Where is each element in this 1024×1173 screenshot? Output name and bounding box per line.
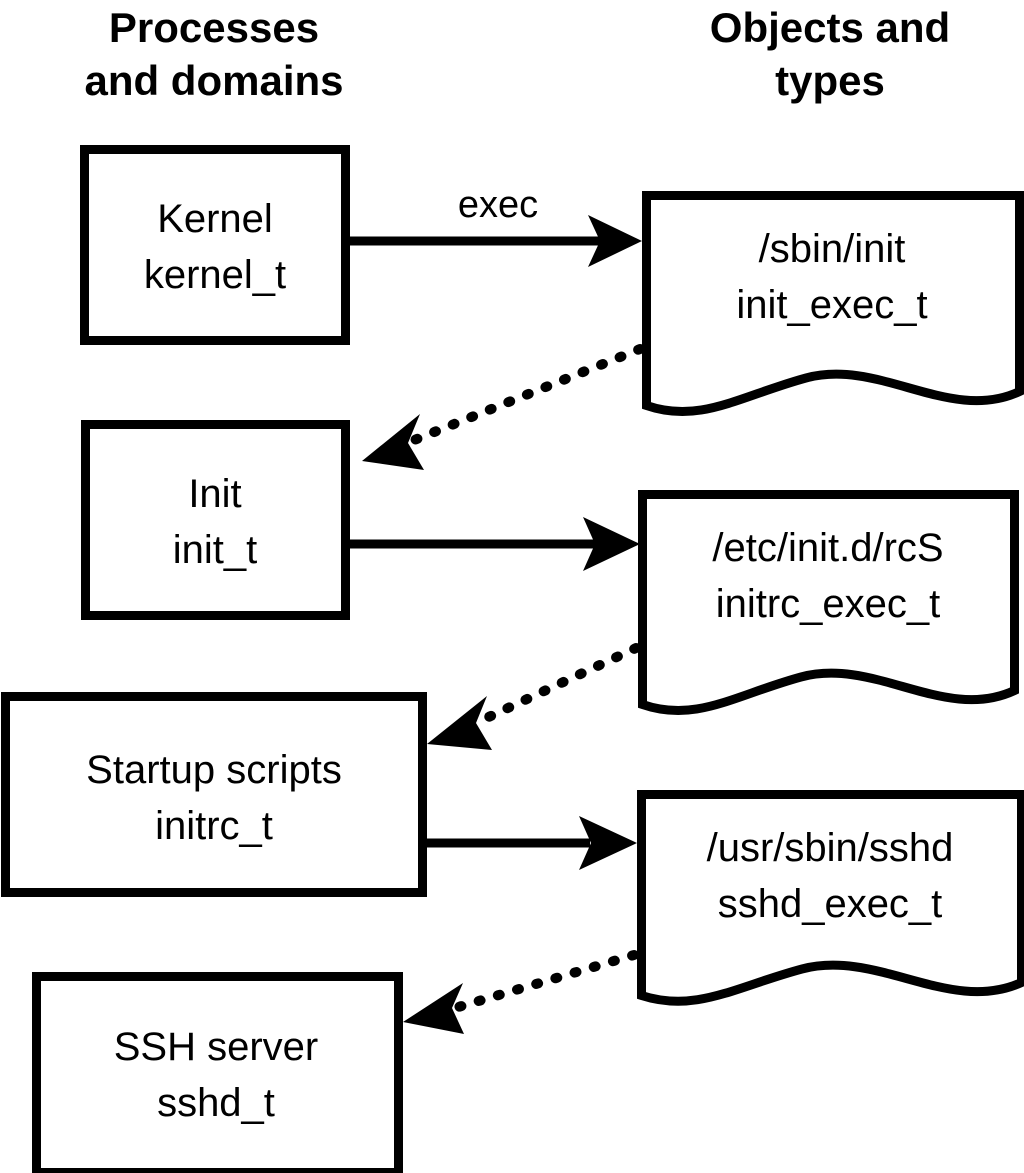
node-sbin-init-line2: init_exec_t bbox=[736, 283, 927, 327]
arrowhead-init-transition bbox=[362, 414, 424, 470]
node-startup-scripts-line1: Startup scripts bbox=[86, 748, 342, 792]
node-kernel-line1: Kernel bbox=[157, 197, 273, 241]
edge-initrc-exec-transition-initrc bbox=[427, 643, 641, 750]
node-usr-sbin-sshd[interactable]: /usr/sbin/sshd sshd_exec_t bbox=[637, 790, 1024, 1006]
column-heading-processes-line2: and domains bbox=[84, 57, 343, 104]
edge-label-exec: exec bbox=[458, 184, 538, 226]
node-etc-initd-rcs-line1: /etc/init.d/rcS bbox=[712, 526, 943, 570]
column-heading-objects-line2: types bbox=[775, 57, 885, 104]
node-startup-scripts[interactable]: Startup scripts initrc_t bbox=[1, 692, 427, 897]
node-kernel[interactable]: Kernel kernel_t bbox=[80, 145, 350, 345]
edge-line-init-transition bbox=[402, 344, 645, 448]
node-ssh-server[interactable]: SSH server sshd_t bbox=[32, 972, 403, 1173]
node-init-line1: Init bbox=[188, 472, 241, 516]
node-startup-scripts-line2: initrc_t bbox=[155, 804, 273, 848]
node-startup-scripts-box[interactable] bbox=[1, 692, 427, 897]
node-ssh-server-line1: SSH server bbox=[114, 1025, 319, 1069]
arrowhead-init-exec bbox=[583, 517, 640, 571]
arrowhead-initrc-exec bbox=[579, 816, 637, 870]
edge-init-exec-initrc-exec bbox=[350, 517, 640, 571]
edge-initrc-exec-sshd-exec bbox=[427, 816, 637, 870]
node-sbin-init[interactable]: /sbin/init init_exec_t bbox=[642, 191, 1024, 417]
node-etc-initd-rcs[interactable]: /etc/init.d/rcS initrc_exec_t bbox=[638, 490, 1019, 716]
arrowhead-initrc-transition bbox=[427, 696, 492, 750]
node-init-line2: init_t bbox=[173, 528, 258, 572]
column-heading-processes: Processes and domains bbox=[84, 4, 343, 104]
edge-line-sshd-transition bbox=[450, 950, 639, 1013]
node-init-box[interactable] bbox=[81, 420, 350, 620]
edge-init-exec-transition-init bbox=[362, 344, 645, 470]
column-heading-objects: Objects and types bbox=[710, 4, 950, 104]
node-kernel-line2: kernel_t bbox=[144, 253, 286, 297]
node-usr-sbin-sshd-line2: sshd_exec_t bbox=[718, 882, 943, 926]
node-sbin-init-line1: /sbin/init bbox=[759, 227, 906, 271]
edge-kernel-exec-init-exec: exec bbox=[350, 184, 642, 267]
edge-line-initrc-transition bbox=[473, 643, 641, 727]
edge-sshd-exec-transition-sshd bbox=[403, 950, 639, 1034]
node-ssh-server-line2: sshd_t bbox=[157, 1081, 275, 1125]
node-usr-sbin-sshd-line1: /usr/sbin/sshd bbox=[707, 826, 954, 870]
node-etc-initd-rcs-shape[interactable] bbox=[638, 490, 1019, 716]
node-etc-initd-rcs-line2: initrc_exec_t bbox=[716, 582, 941, 626]
node-init[interactable]: Init init_t bbox=[81, 420, 350, 620]
arrowhead-kernel-exec bbox=[588, 215, 642, 267]
node-ssh-server-box[interactable] bbox=[32, 972, 403, 1173]
node-kernel-box[interactable] bbox=[80, 145, 350, 345]
node-sbin-init-shape[interactable] bbox=[642, 191, 1024, 417]
column-heading-processes-line1: Processes bbox=[109, 4, 319, 51]
node-usr-sbin-sshd-shape[interactable] bbox=[637, 790, 1024, 1006]
column-heading-objects-line1: Objects and bbox=[710, 4, 950, 51]
arrowhead-sshd-transition bbox=[403, 983, 464, 1034]
